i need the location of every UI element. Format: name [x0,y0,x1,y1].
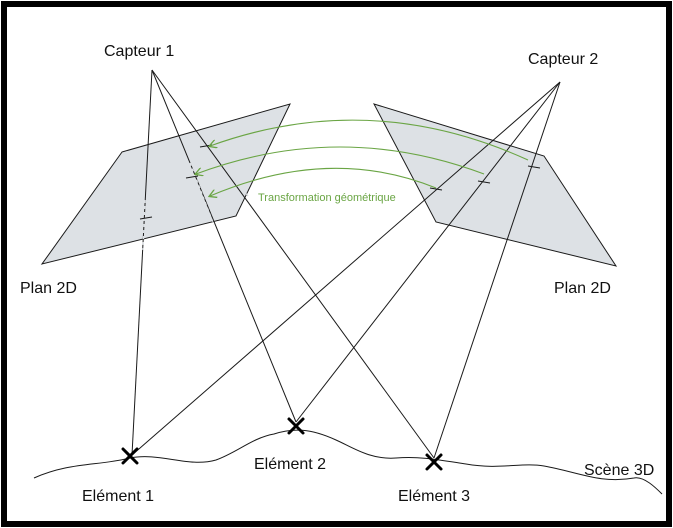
element1-label: Elément 1 [82,488,154,505]
element3-label: Elément 3 [398,488,470,505]
right-image-plane [372,103,618,267]
element2-label: Elément 2 [254,456,326,473]
right-plane-label: Plan 2D [554,280,611,297]
left-image-plane [40,103,291,265]
sensor1-label: Capteur 1 [104,43,174,60]
transformation-arc-2 [196,146,485,174]
sensor1-ray-dashes [142,139,249,251]
element3-marker-icon [425,453,443,471]
element1-marker-icon [121,447,139,465]
sensor1-rays [131,69,435,459]
transformation-arcs [196,119,529,196]
sensor2-label: Capteur 2 [528,51,598,68]
transformation-arc-1 [210,119,529,161]
left-plane-label: Plan 2D [20,280,77,297]
element2-marker-icon [287,417,305,435]
transformation-label: Transformation géométrique [258,192,396,204]
scene-terrain-line [33,429,663,495]
transformation-arc-3 [210,167,437,196]
scene-label: Scène 3D [584,462,654,479]
